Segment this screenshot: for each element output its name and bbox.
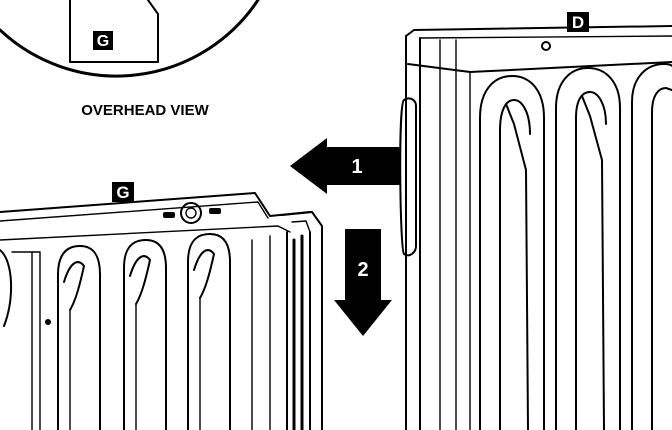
panel-g-top-rail [0, 192, 311, 217]
step-1-number: 1 [351, 156, 362, 178]
svg-text:G: G [97, 33, 109, 50]
svg-text:G: G [116, 183, 129, 202]
panel-g-screw-hole [45, 319, 51, 325]
step-1-arrow: 1 [290, 138, 400, 194]
panel-g: G [0, 182, 323, 430]
panel-g-label: G [112, 182, 134, 202]
panel-g-corner-post [281, 211, 323, 430]
panel-g-slot-left [163, 212, 175, 218]
panel-d-label: D [567, 12, 589, 32]
overhead-circle [0, 0, 260, 78]
overhead-view-inset: G OVERHEAD VIEW [0, 0, 260, 119]
step-2-number: 2 [357, 259, 368, 281]
panel-d-hole [541, 41, 551, 51]
panel-d-flutes [479, 63, 672, 430]
panel-d-handle [399, 97, 417, 257]
panel-g-slot-right [209, 208, 221, 214]
panel-g-flutes [57, 233, 271, 430]
panel-d-top-rail [405, 25, 672, 37]
overhead-label-g: G [93, 31, 113, 50]
overhead-panel-outline [69, 0, 159, 63]
step-2-arrow: 2 [334, 229, 392, 336]
panel-g-latch-hole [180, 202, 202, 224]
overhead-view-caption: OVERHEAD VIEW [81, 102, 209, 119]
svg-text:D: D [572, 13, 584, 32]
panel-d: D [399, 12, 672, 430]
